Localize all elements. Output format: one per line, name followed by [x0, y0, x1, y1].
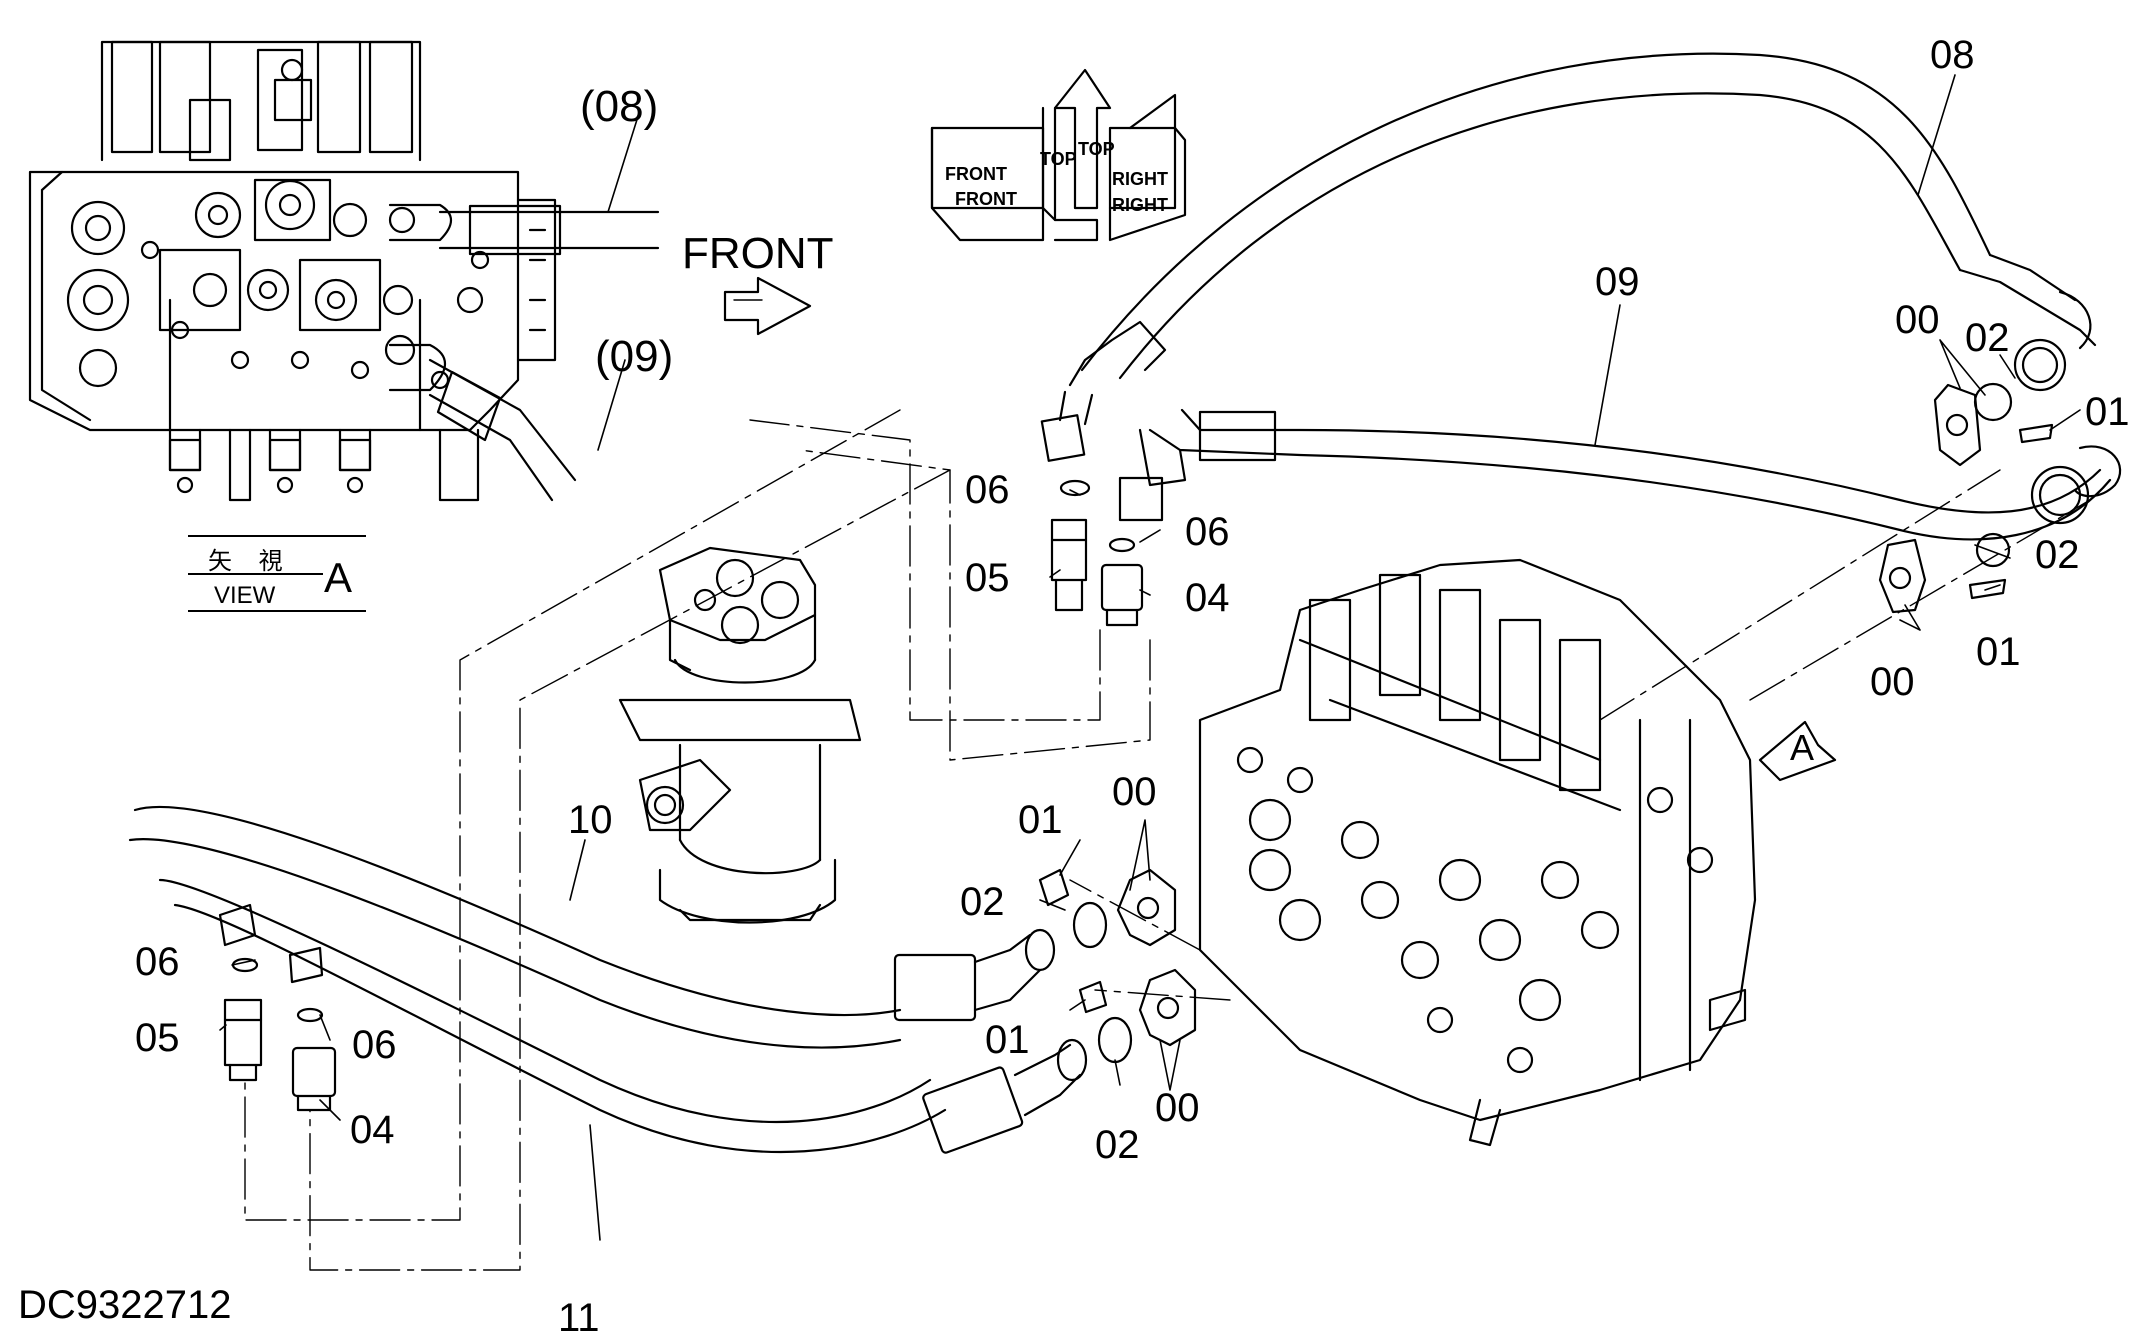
view-label: VIEW [214, 582, 276, 609]
callout-02-m1: 02 [960, 880, 1005, 924]
callout-06-b: 06 [1185, 510, 1230, 554]
leader-lines [219, 74, 2081, 1241]
callout-00-r1: 00 [1895, 298, 1940, 342]
dir-front-1: FRONT [945, 164, 1007, 184]
callout-04-b: 04 [350, 1108, 395, 1152]
callout-11: 11 [558, 1296, 600, 1340]
hose-11 [158, 878, 1088, 1154]
callout-08: 08 [1930, 33, 1975, 77]
hose-10 [128, 805, 1056, 1049]
callout-06-d: 06 [352, 1023, 397, 1067]
callout-inset-08: (08) [580, 82, 659, 131]
callout-06-a: 06 [965, 468, 1010, 512]
dir-right-2: RIGHT [1112, 195, 1168, 215]
dir-top-2: TOP [1040, 149, 1077, 169]
main-control-valve [1198, 558, 1757, 1147]
callout-00-m1: 00 [1112, 770, 1157, 814]
callout-01-m1: 01 [1018, 798, 1063, 842]
view-a-arrow [1758, 720, 1837, 782]
callout-01-m2: 01 [985, 1018, 1030, 1062]
callout-04-a: 04 [1185, 576, 1230, 620]
callout-02-m2: 02 [1095, 1123, 1140, 1167]
callout-06-c: 06 [135, 940, 180, 984]
callout-inset-09: (09) [595, 332, 674, 381]
dir-right-1: RIGHT [1112, 169, 1168, 189]
callout-10: 10 [568, 798, 613, 842]
view-a-box: 矢 視 VIEW A [188, 535, 366, 612]
flange-set-middle [1038, 868, 1197, 1064]
dir-front-2: FRONT [955, 189, 1017, 209]
swivel-joint [618, 546, 862, 924]
callout-01-r1: 01 [2085, 390, 2130, 434]
direction-indicator [930, 68, 1187, 242]
fittings-lower [218, 903, 337, 1112]
document-code: DC9322712 [18, 1283, 232, 1327]
callout-02-r2: 02 [2035, 533, 2080, 577]
control-valve-inset [28, 40, 660, 502]
hose-08 [1040, 52, 2097, 462]
view-kanji: 矢 視 [208, 548, 293, 575]
view-letter: A [324, 554, 353, 601]
front-arrow [723, 276, 812, 336]
reference-lines [244, 409, 2091, 1271]
dir-top-1: TOP [1078, 139, 1115, 159]
callout-00-r2: 00 [1870, 660, 1915, 704]
callout-05-b: 05 [135, 1016, 180, 1060]
callout-09: 09 [1595, 260, 1640, 304]
callout-01-r2: 01 [1976, 630, 2021, 674]
flange-set-top-right [1878, 338, 2067, 614]
callout-00-m2: 00 [1155, 1086, 1200, 1130]
fittings-upper [1050, 479, 1144, 627]
hose-09 [1118, 408, 2122, 541]
view-a-arrow-letter: A [1790, 727, 1815, 768]
callout-05-a: 05 [965, 556, 1010, 600]
callout-02-r1: 02 [1965, 316, 2010, 360]
front-label: FRONT [682, 229, 834, 278]
